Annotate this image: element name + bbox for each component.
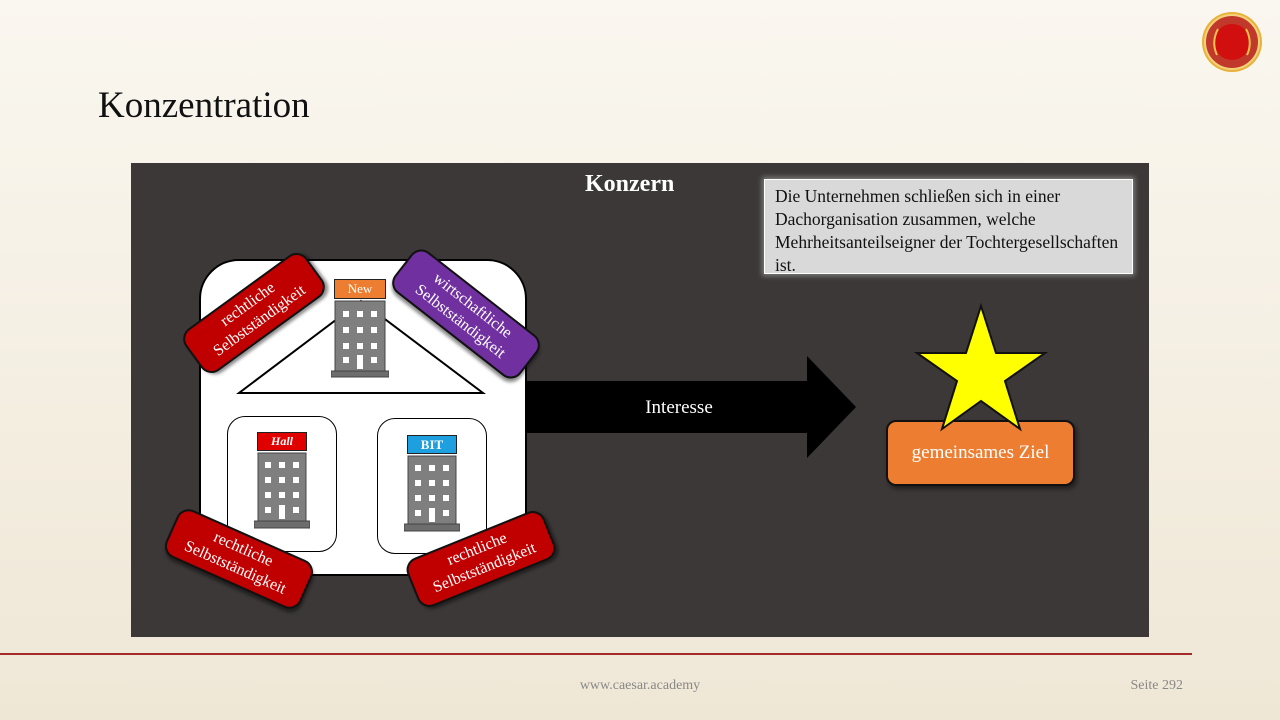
concern-diagram: Konzern Die Unternehmen schließen sich i… — [131, 163, 1149, 637]
company-label-hall: Hall — [257, 432, 307, 451]
arrow-label: Interesse — [645, 397, 713, 418]
star-icon — [914, 303, 1048, 432]
slide-title: Konzentration — [98, 85, 310, 126]
common-goal-box: gemeinsames Ziel — [886, 420, 1075, 486]
subsidiary-hall-building: Hall — [254, 432, 310, 530]
info-textbox: Die Unternehmen schließen sich in einer … — [764, 179, 1133, 275]
caesar-logo — [1202, 12, 1262, 72]
office-building-icon — [404, 455, 460, 532]
diagram-heading: Konzern — [585, 171, 675, 197]
parent-company-building: New — [331, 279, 389, 379]
company-label-new: New — [334, 279, 386, 299]
interest-arrow — [527, 356, 856, 458]
office-building-icon — [254, 452, 310, 529]
footer-url: www.caesar.academy — [579, 678, 701, 693]
page-number: Seite 292 — [1130, 678, 1184, 693]
company-label-bit: BIT — [407, 435, 457, 454]
footer-divider — [0, 653, 1192, 655]
office-building-icon — [331, 300, 389, 378]
subsidiary-bit-building: BIT — [404, 435, 460, 533]
